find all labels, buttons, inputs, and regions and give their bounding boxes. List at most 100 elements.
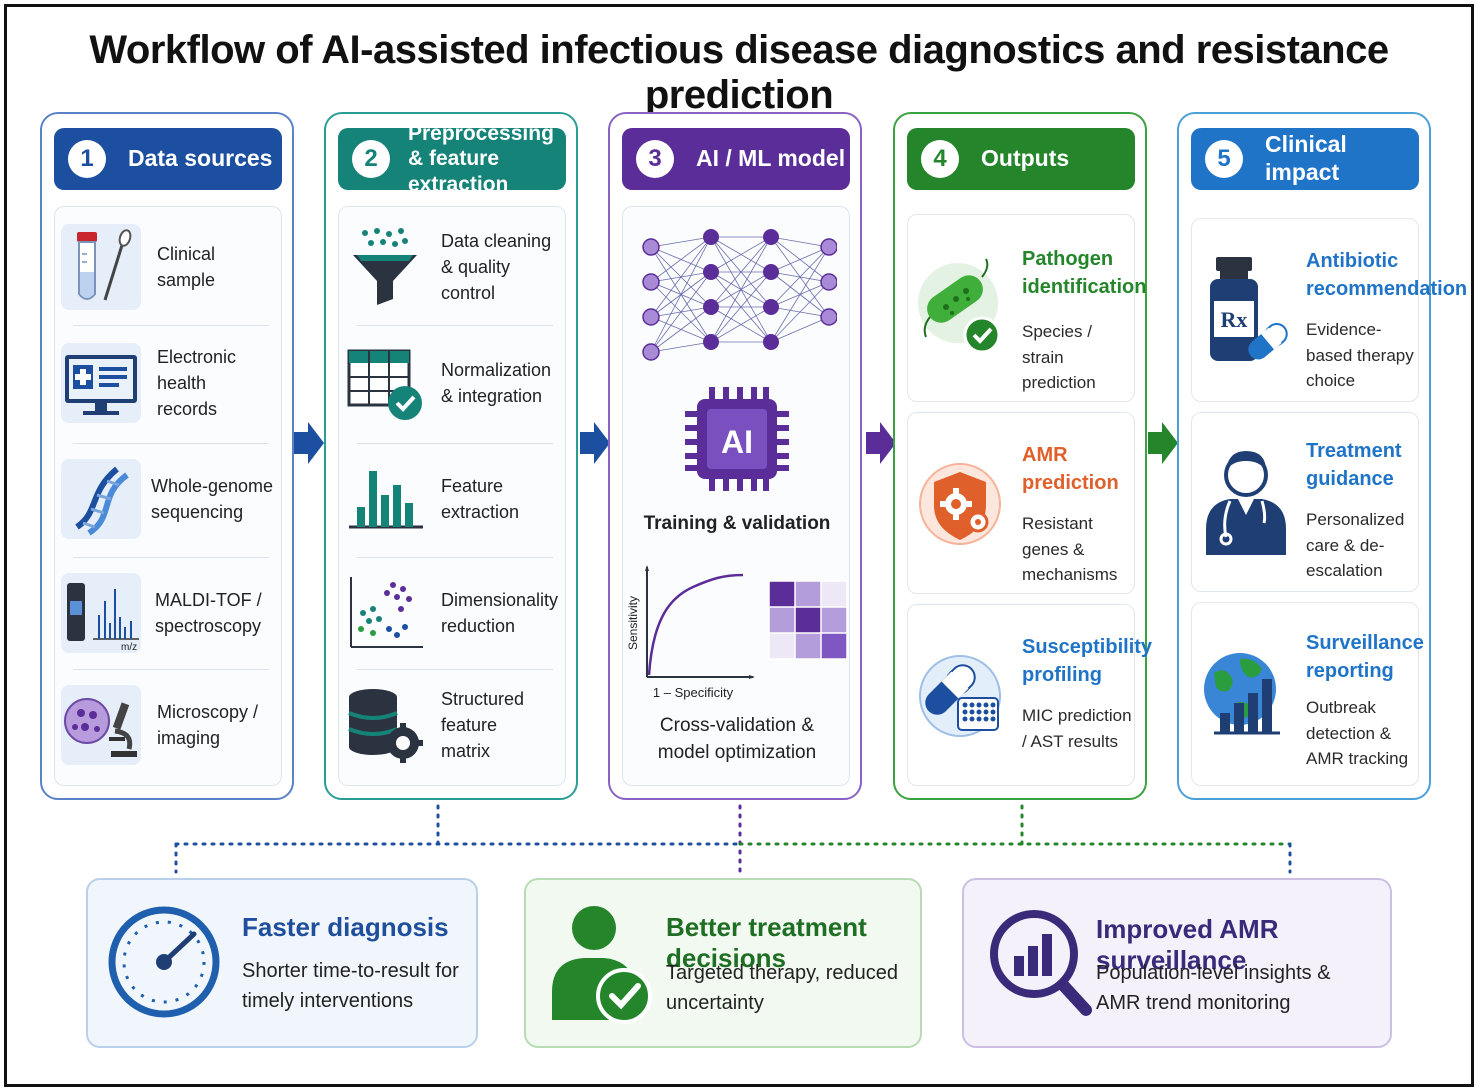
- item-label: Microscopy / imaging: [157, 701, 259, 748]
- item-label: Electronic health records: [157, 346, 237, 420]
- roc-curve-icon: Sensitivity 1 – Specificity: [626, 565, 755, 700]
- bar-histogram-icon: [339, 453, 431, 545]
- item-label: Normalization & integration: [441, 359, 552, 406]
- benefit-card-amr-surveillance: Improved AMR surveillance Population-lev…: [962, 878, 1392, 1048]
- item-label: Data cleaning & quality control: [441, 230, 552, 304]
- benefit-card-faster-diagnosis: Faster diagnosis Shorter time-to-result …: [86, 878, 478, 1048]
- card-subtitle: Evidence-based therapy choice: [1306, 320, 1414, 390]
- list-item: Microscopy / imaging: [55, 673, 283, 777]
- dotted-connectors: [174, 804, 1292, 874]
- item-label: Feature extraction: [441, 475, 520, 522]
- list-item: Clinical sample: [55, 215, 283, 319]
- step-number: 3: [636, 140, 674, 178]
- divider: [357, 557, 553, 558]
- arrow-right-icon: [866, 422, 896, 464]
- spectrometer-icon: m/z: [55, 567, 147, 659]
- user-check-icon: [552, 906, 652, 1024]
- column-title: Data sources: [128, 145, 273, 172]
- database-gear-icon: [339, 679, 431, 771]
- card-title: Pathogen identification: [1022, 248, 1147, 298]
- item-label: Dimensionality reduction: [441, 589, 559, 636]
- list-item: Data cleaning & quality control: [339, 215, 567, 319]
- bacteria-check-icon: [916, 215, 1006, 401]
- card-title: Antibiotic recommendation: [1306, 250, 1468, 300]
- benefit-title: Improved AMR surveillance: [1096, 914, 1279, 975]
- card-subtitle: MIC prediction / AST results: [1022, 706, 1132, 751]
- card-subtitle: Personalized care & de-escalation: [1306, 510, 1405, 580]
- column-header: 5 Clinical impact: [1191, 128, 1419, 190]
- divider: [73, 443, 269, 444]
- step-number: 1: [68, 140, 106, 178]
- impact-cards: Rx Antibiotic recommendation Evidence-ba…: [1191, 218, 1467, 788]
- column-ai-model: 3 AI / ML model: [608, 112, 862, 800]
- benefit-title: Better treatment decisions: [666, 912, 867, 973]
- item-label: MALDI-TOF / spectroscopy: [155, 589, 262, 636]
- column-title: Outputs: [981, 145, 1070, 172]
- funnel-icon: [339, 221, 431, 313]
- list-item: Electronic health records: [55, 329, 283, 437]
- card-title: Surveillance reporting: [1306, 632, 1424, 682]
- list-item: Structured feature matrix: [339, 673, 567, 777]
- step-number: 4: [921, 140, 959, 178]
- column-title: Preprocessing & feature extraction: [408, 122, 554, 196]
- column-header: 4 Outputs: [907, 128, 1135, 190]
- benefit-card-treatment-decisions: Better treatment decisions Targeted ther…: [524, 878, 922, 1048]
- divider: [73, 557, 269, 558]
- output-card: AMR prediction Resistant genes & mechani…: [907, 412, 1135, 594]
- speedometer-icon: [108, 906, 220, 1018]
- column-panel: AI Training & validation Sensitivity 1 –…: [622, 206, 850, 786]
- divider: [357, 325, 553, 326]
- impact-card: Treatment guidance Personalized care & d…: [1191, 412, 1419, 592]
- benefit-subtitle: Population-level insights & AMR trend mo…: [1096, 962, 1331, 1014]
- ai-chip-icon: AI: [685, 387, 789, 491]
- card-subtitle: Species / strain prediction: [1022, 322, 1096, 392]
- divider: [73, 325, 269, 326]
- list-item: Whole-genome sequencing: [55, 447, 283, 551]
- card-subtitle: Resistant genes & mechanisms: [1022, 514, 1118, 584]
- impact-card: Rx Antibiotic recommendation Evidence-ba…: [1191, 218, 1467, 402]
- card-subtitle: Outbreak detection & AMR tracking: [1306, 698, 1409, 768]
- column-preprocessing: 2 Preprocessing & feature extraction Dat…: [324, 112, 578, 800]
- divider: [357, 443, 553, 444]
- confusion-matrix-icon: [768, 580, 848, 660]
- step-number: 2: [352, 140, 390, 178]
- card-title: AMR prediction: [1022, 444, 1119, 494]
- scatter-plot-icon: [339, 567, 431, 659]
- microscope-icon: [55, 679, 147, 771]
- list-item: Dimensionality reduction: [339, 561, 567, 665]
- training-label: Training & validation: [643, 513, 831, 534]
- roc-xlabel: 1 – Specificity: [653, 685, 734, 700]
- impact-card: Surveillance reporting Outbreak detectio…: [1191, 602, 1424, 786]
- list-item: Normalization & integration: [339, 329, 567, 437]
- arrow-right-icon: [580, 422, 610, 464]
- card-title: Treatment guidance: [1306, 440, 1402, 490]
- column-header: 2 Preprocessing & feature extraction: [338, 122, 566, 196]
- list-item: m/z MALDI-TOF / spectroscopy: [55, 561, 283, 665]
- shield-gear-icon: [916, 413, 1006, 593]
- page-title: Workflow of AI-assisted infectious disea…: [89, 28, 1389, 117]
- chip-label: AI: [721, 424, 753, 460]
- item-label: Whole-genome sequencing: [151, 475, 274, 522]
- globe-chart-icon: [1200, 603, 1290, 785]
- table-check-icon: [339, 337, 431, 429]
- benefit-subtitle: Shorter time-to-result for timely interv…: [242, 960, 459, 1012]
- benefit-subtitle: Targeted therapy, reduced uncertainty: [666, 962, 899, 1014]
- column-header: 1 Data sources: [54, 128, 282, 190]
- magnifier-chart-icon: [990, 910, 1092, 1016]
- capsule-plate-icon: [916, 605, 1006, 785]
- column-panel: Data cleaning & quality control Normaliz…: [338, 206, 566, 786]
- monitor-record-icon: [55, 337, 147, 429]
- cross-validation-label: Cross-validation & model optimization: [657, 715, 817, 763]
- column-outputs: 4 Outputs Pathogen identification Specie…: [893, 112, 1152, 800]
- arrow-right-icon: [294, 422, 324, 464]
- rx-label: Rx: [1221, 307, 1248, 332]
- mz-label: m/z: [121, 642, 137, 653]
- step-number: 5: [1205, 140, 1243, 178]
- item-label: Structured feature matrix: [441, 688, 525, 762]
- divider: [357, 669, 553, 670]
- column-title: AI / ML model: [696, 145, 846, 172]
- prescription-bottle-icon: Rx: [1200, 219, 1290, 401]
- output-card: Pathogen identification Species / strain…: [907, 214, 1146, 402]
- benefit-title: Faster diagnosis: [242, 912, 449, 942]
- test-tube-icon: [55, 221, 147, 313]
